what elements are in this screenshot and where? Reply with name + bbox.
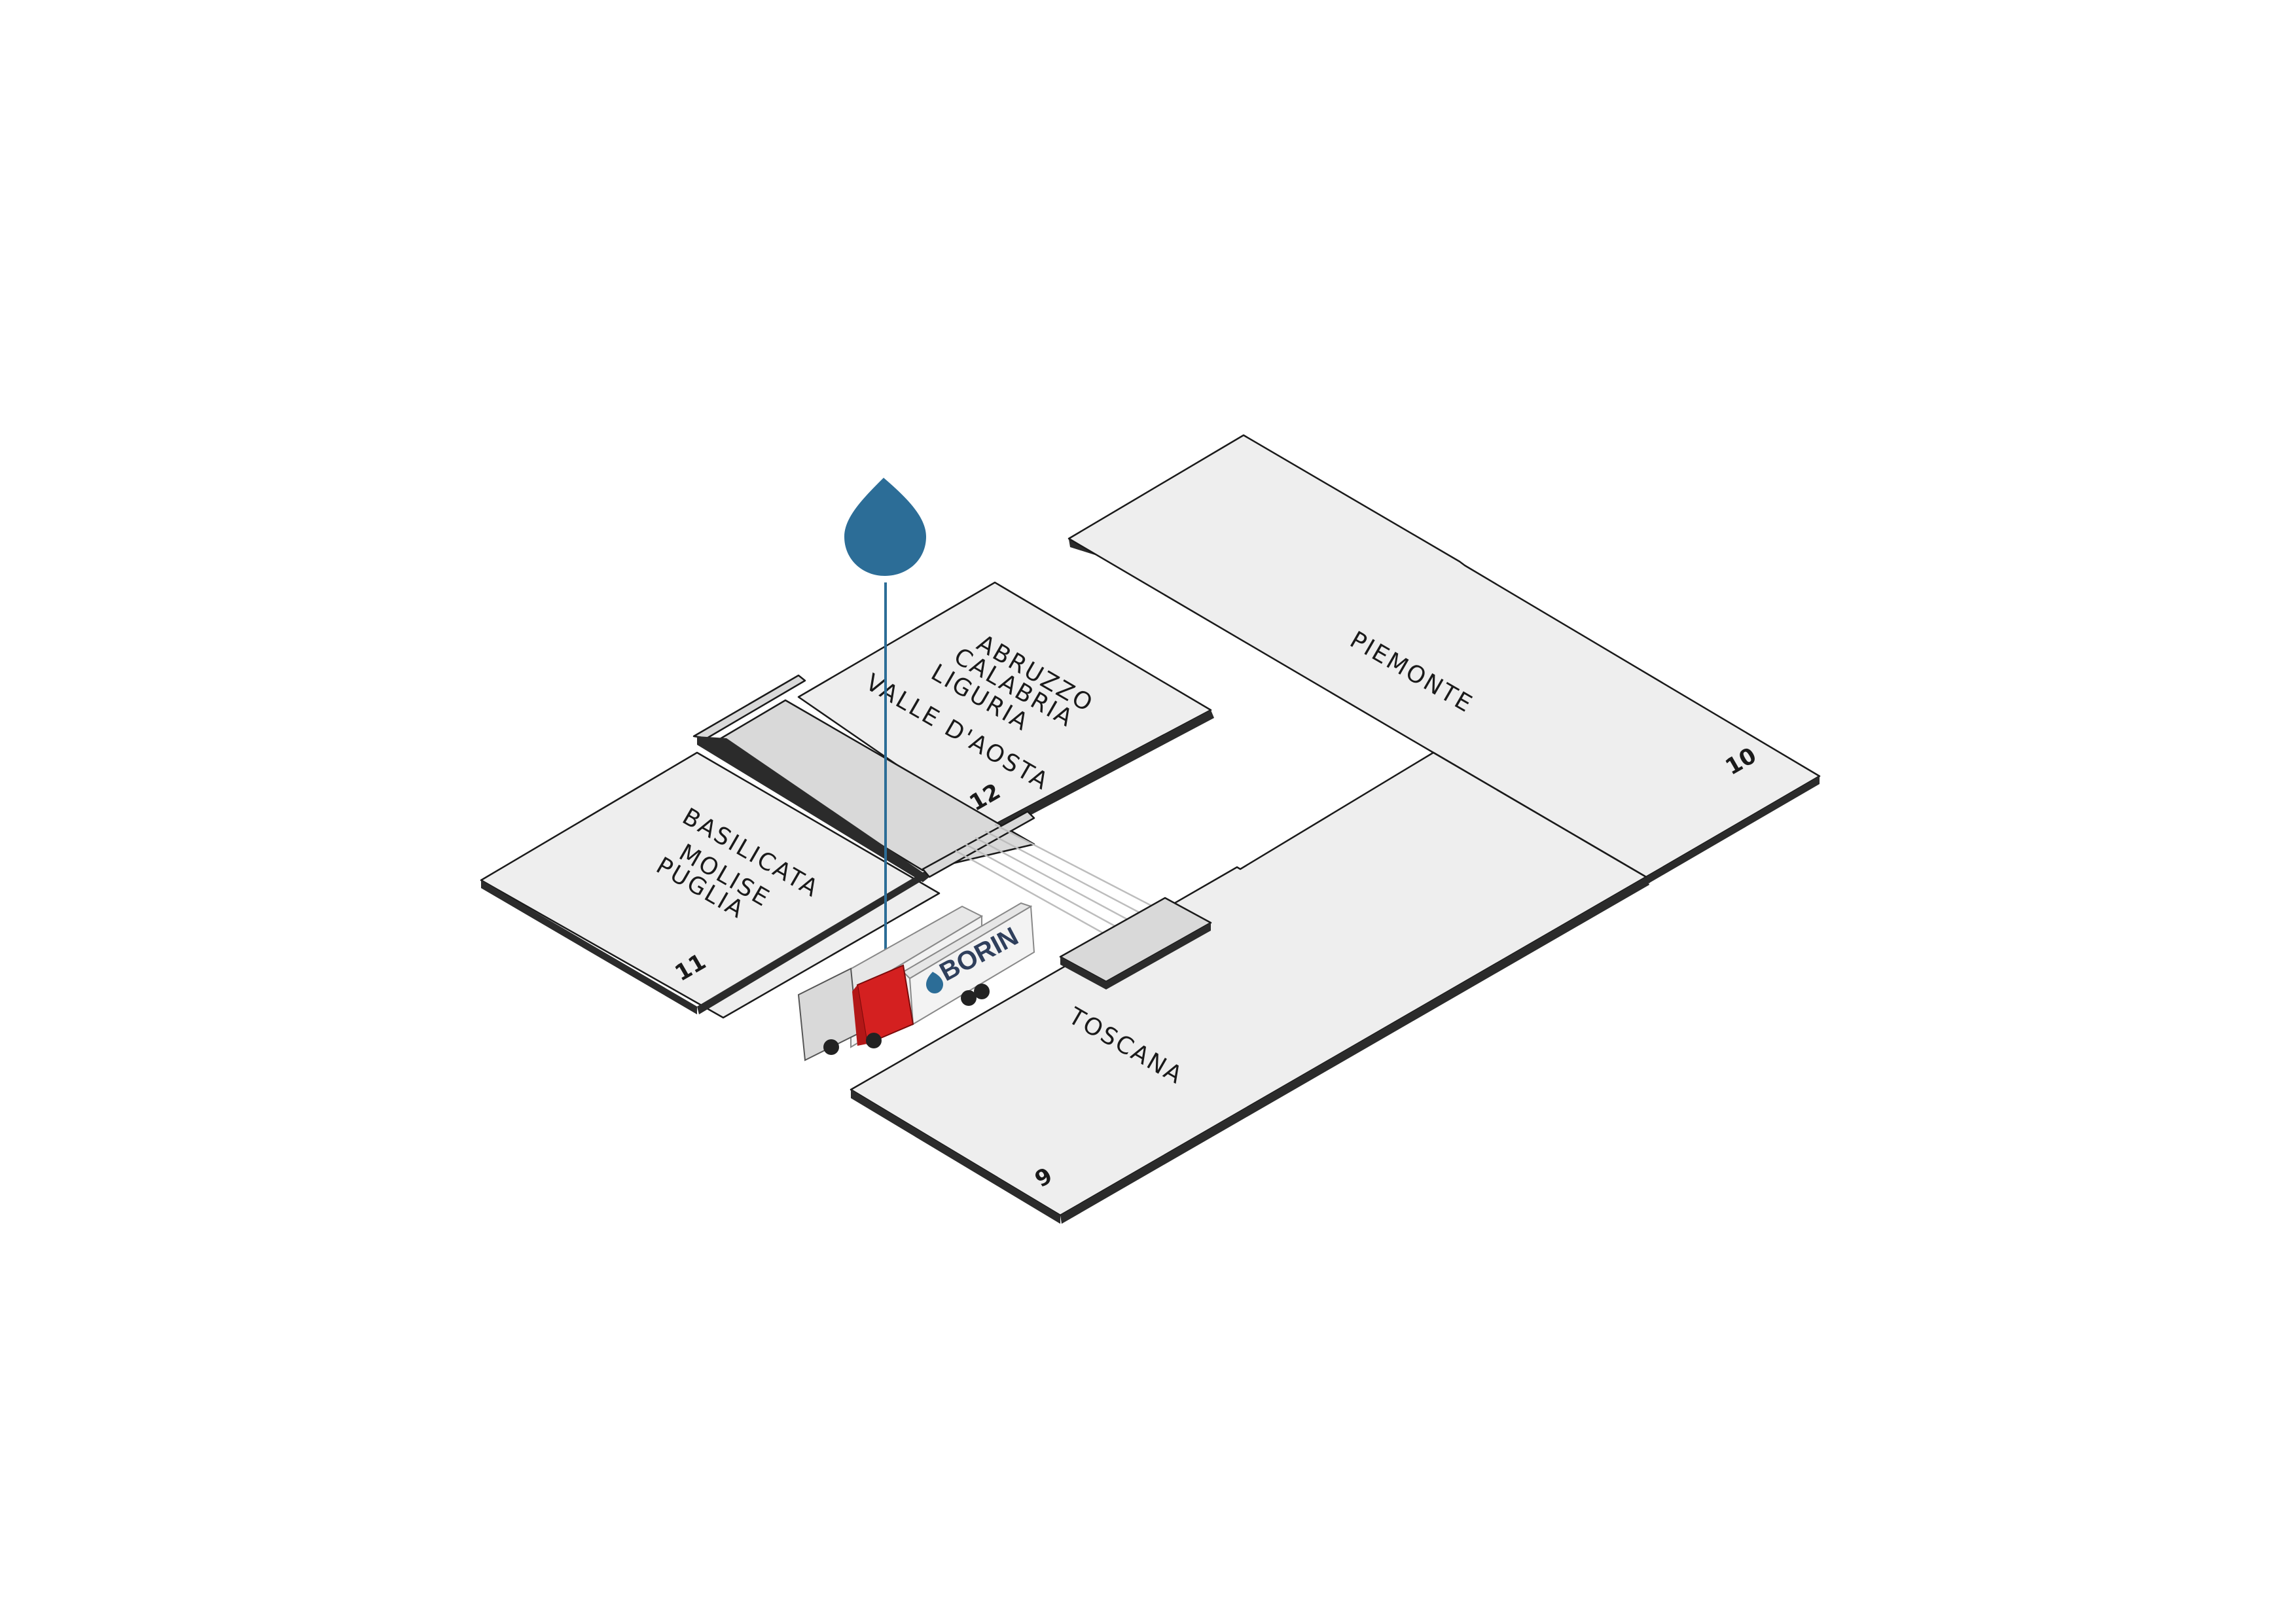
walkway (955, 823, 1179, 947)
borin-drop-icon (844, 478, 926, 576)
truck-drop-icon (926, 972, 943, 993)
hall-9[interactable]: TOSCANA 9 (850, 751, 1649, 1224)
hall-10[interactable]: PIEMONTE 10 (1067, 434, 1821, 885)
borin-trucks: BORIN (797, 902, 1035, 1061)
location-marker[interactable] (844, 478, 926, 952)
hall-11[interactable]: BASILICATA MOLISE PUGLIA 11 (480, 751, 941, 1019)
hall-connector (692, 674, 1035, 882)
entrance-block (1059, 897, 1212, 990)
